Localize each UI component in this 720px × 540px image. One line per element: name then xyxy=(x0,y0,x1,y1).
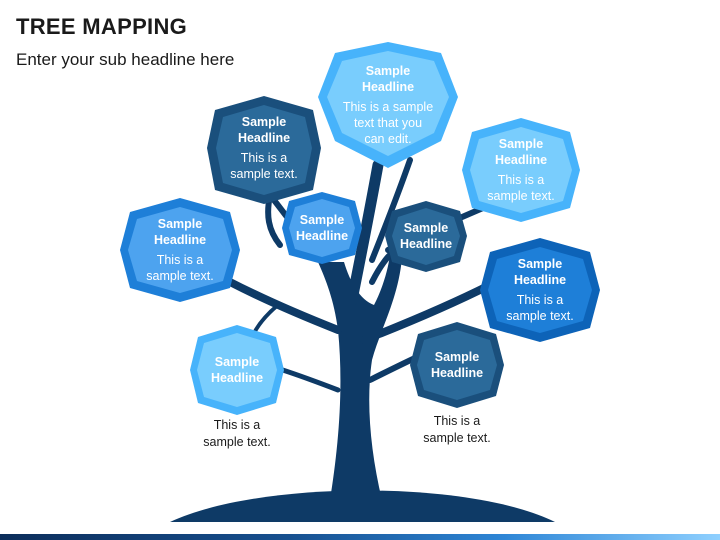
caption-bottom-left: This is a sample text. xyxy=(203,418,271,449)
hex-center-right[interactable] xyxy=(385,201,467,272)
caption-bottom-right: This is a sample text. xyxy=(423,414,491,445)
node-upper-left: Sample Headline This is a sample text. xyxy=(214,106,314,190)
node-top: Sample Headline This is a sample text th… xyxy=(323,55,453,155)
node-bottom-right: Sample Headline xyxy=(417,340,497,390)
hex-right[interactable] xyxy=(480,238,600,342)
node-center-right: Sample Headline xyxy=(391,213,461,259)
branch-top-2 xyxy=(369,157,413,263)
hex-top[interactable] xyxy=(318,42,458,168)
branch-right xyxy=(360,281,494,344)
node-upper-right-body: This is a sample text. xyxy=(487,173,555,203)
node-top-headline: Sample Headline xyxy=(361,64,415,94)
bottom-accent-bar xyxy=(0,534,720,540)
ground-mound xyxy=(170,490,555,522)
hex-upper-right[interactable] xyxy=(462,118,580,222)
node-left-headline: Sample Headline xyxy=(153,217,207,247)
node-center-right-headline: Sample Headline xyxy=(399,221,453,251)
node-bottom-left-headline: Sample Headline xyxy=(210,355,264,385)
node-upper-left-body: This is a sample text. xyxy=(230,151,298,181)
node-right-body: This is a sample text. xyxy=(506,293,574,323)
node-upper-right-headline: Sample Headline xyxy=(494,137,548,167)
hex-bottom-left[interactable] xyxy=(190,325,284,415)
page-title: TREE MAPPING xyxy=(16,14,188,39)
node-center-left-headline: Sample Headline xyxy=(295,213,349,243)
node-right: Sample Headline This is a sample text. xyxy=(490,248,590,332)
hex-bottom-right[interactable] xyxy=(410,322,504,408)
node-bottom-right-headline: Sample Headline xyxy=(430,350,484,380)
tree-trunk xyxy=(318,255,402,500)
node-left-body: This is a sample text. xyxy=(146,253,214,283)
page-subtitle: Enter your sub headline here xyxy=(16,50,235,69)
node-right-headline: Sample Headline xyxy=(513,257,567,287)
branch-top xyxy=(346,159,384,306)
node-upper-left-headline: Sample Headline xyxy=(237,115,291,145)
hex-center-left[interactable] xyxy=(282,192,362,264)
hex-left[interactable] xyxy=(120,198,240,302)
node-center-left: Sample Headline xyxy=(287,205,357,251)
node-top-body: This is a sample text that you can edit. xyxy=(342,100,434,146)
hex-upper-left[interactable] xyxy=(207,96,321,204)
branch-left xyxy=(226,278,342,334)
node-upper-right: Sample Headline This is a sample text. xyxy=(471,128,571,212)
node-bottom-left: Sample Headline xyxy=(197,345,277,395)
node-left: Sample Headline This is a sample text. xyxy=(130,208,230,292)
